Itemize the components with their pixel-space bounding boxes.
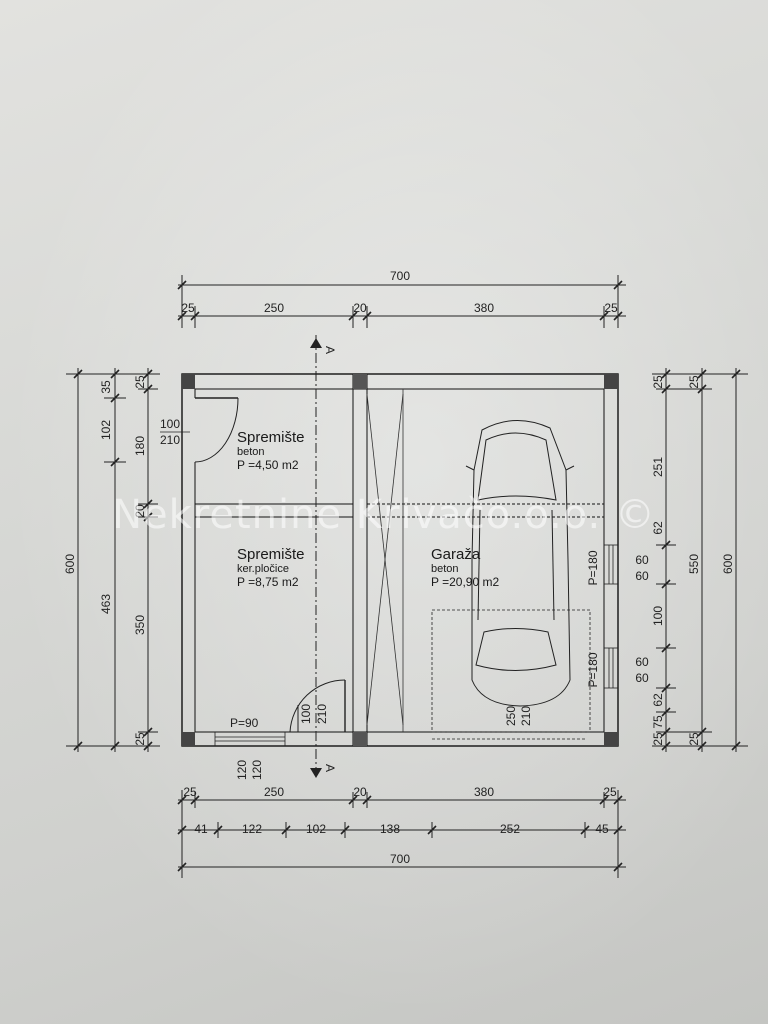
bottom-r2-252: 252 [500,822,520,836]
left-mid-35: 35 [99,380,113,394]
bottom-r2-138: 138 [380,822,400,836]
right-inner-100: 100 [651,606,665,626]
door-bottom-width: 100 [299,704,313,724]
left-dimension-labels: 600 35 102 463 25 180 20 350 25 [63,375,147,746]
left-mid-463: 463 [99,594,113,614]
section-mark-bottom: A [323,764,337,772]
left-mid-102: 102 [99,420,113,440]
right-win1-60-b: 60 [635,569,649,583]
left-inner-25-bottom: 25 [133,732,147,746]
right-win2-60-a: 60 [635,655,649,669]
bottom-r2-102: 102 [306,822,326,836]
door-top-width: 100 [160,417,180,431]
bottom-dimension-chain [177,790,626,878]
top-seg-250: 250 [264,301,284,315]
left-outer-600: 600 [63,554,77,574]
bottom-r1-25-left: 25 [183,785,197,799]
room-storage-top-area: P =4,50 m2 [237,458,299,472]
opening-labels: 100 210 100 210 P=90 120 120 P=180 P=180… [160,346,600,780]
bottom-r1-20: 20 [353,785,367,799]
bottom-r2-122: 122 [242,822,262,836]
top-seg-25-left: 25 [181,301,195,315]
window-right-1 [604,544,618,585]
window-left-dim-a: 120 [235,760,249,780]
room-garage-floor: beton [431,563,459,575]
left-inner-20: 20 [133,504,147,518]
door-top-height: 210 [160,433,180,447]
right-win2-60-b: 60 [635,671,649,685]
right-inner-25-top: 25 [651,375,665,389]
room-storage-bottom-area: P =8,75 m2 [237,575,299,589]
room-garage-name: Garaža [431,546,481,563]
left-inner-350: 350 [133,615,147,635]
right-mid-550: 550 [687,554,701,574]
bottom-total-700: 700 [390,852,410,866]
right-dimension-chain [652,368,748,752]
window-right-2 [604,647,618,689]
right-mid-25-bottom: 25 [687,732,701,746]
left-inner-180: 180 [133,436,147,456]
room-garage-area: P =20,90 m2 [431,575,499,589]
room-labels: Spremište beton P =4,50 m2 Spremište ker… [237,429,499,589]
bottom-r1-250: 250 [264,785,284,799]
right-inner-251: 251 [651,457,665,477]
window-left-dim-b: 120 [250,760,264,780]
bottom-r1-380: 380 [474,785,494,799]
room-storage-bottom-floor: ker.pločice [237,563,289,575]
left-dimension-chain [66,368,160,752]
top-seg-25-right: 25 [604,301,618,315]
top-dimension-chain [177,275,626,328]
garage-door-height: 210 [519,706,533,726]
room-storage-bottom-name: Spremište [237,546,305,563]
window-right-1-label: P=180 [586,550,600,585]
partition-hatch [366,389,404,732]
top-seg-20: 20 [353,301,367,315]
right-win1-60-a: 60 [635,553,649,567]
door-bottom-storage [289,679,346,733]
section-arrows [310,338,322,778]
right-mid-25-top: 25 [687,375,701,389]
bottom-r1-25-right: 25 [603,785,617,799]
right-inner-75: 75 [651,715,665,729]
bottom-r2-41: 41 [194,822,208,836]
garage-door [431,609,591,740]
top-total-700: 700 [390,269,410,283]
top-seg-380: 380 [474,301,494,315]
window-right-2-label: P=180 [586,652,600,687]
window-left-label: P=90 [230,716,259,730]
door-bottom-height: 210 [315,704,329,724]
room-storage-top-floor: beton [237,446,265,458]
door-top-storage [194,397,239,463]
right-outer-600: 600 [721,554,735,574]
window-left [214,732,286,746]
section-mark-top: A [323,346,337,354]
bottom-dimension-labels: 25 250 20 380 25 41 122 102 138 252 45 7… [183,785,617,866]
right-inner-62-upper: 62 [651,521,665,535]
right-dimension-labels: 25 251 60 60 100 60 60 62 62 75 25 25 55… [635,375,735,746]
room-storage-top-name: Spremište [237,429,305,446]
top-dimension-labels: 700 25 250 20 380 25 [181,269,618,315]
left-inner-25-top: 25 [133,375,147,389]
car-icon [465,419,575,707]
right-inner-25-bottom: 25 [651,732,665,746]
right-inner-62: 62 [651,693,665,707]
walls [181,373,619,747]
garage-door-width: 250 [504,706,518,726]
watermark: Nekretnine Krivačo.o.o. © [112,492,656,538]
bottom-r2-45: 45 [595,822,609,836]
